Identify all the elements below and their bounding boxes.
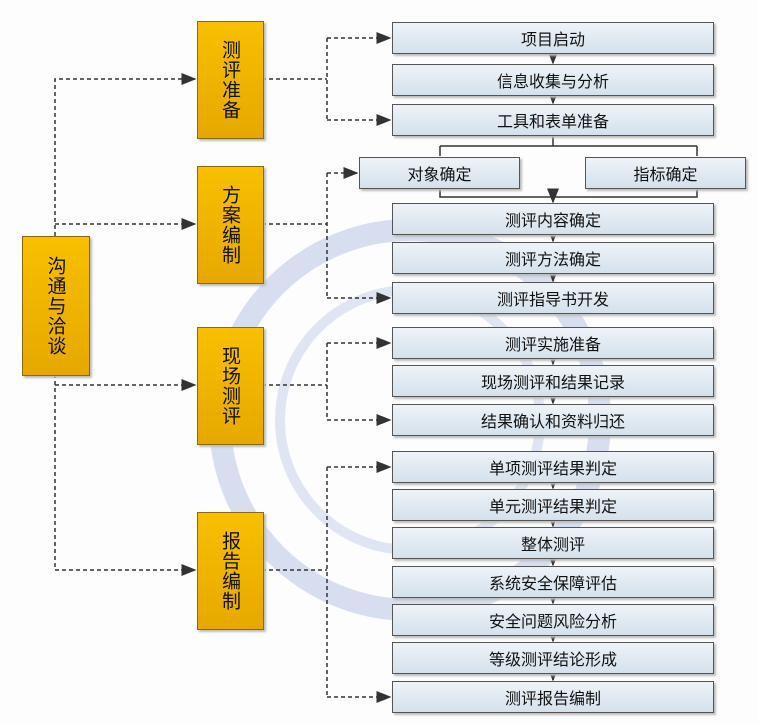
step-box: 整体测评 <box>392 527 714 559</box>
step-box: 单项测评结果判定 <box>392 451 714 483</box>
root-label: 沟通与洽谈 <box>44 256 67 356</box>
step-box: 测评指导书开发 <box>392 282 714 314</box>
phase-label: 方案编制 <box>219 185 241 265</box>
phase-label: 报告编制 <box>219 531 241 611</box>
step-box: 结果确认和资料归还 <box>392 404 714 436</box>
step-box: 系统安全保障评估 <box>392 566 714 598</box>
step-box: 测评报告编制 <box>392 681 714 713</box>
step-box: 信息收集与分析 <box>392 64 714 96</box>
phase-box-onsite: 现场测评 <box>197 327 264 445</box>
step-box: 指标确定 <box>585 157 746 189</box>
step-box: 单元测评结果判定 <box>392 489 714 521</box>
phase-label: 现场测评 <box>219 346 241 426</box>
step-box: 测评实施准备 <box>392 327 714 359</box>
step-box: 等级测评结论形成 <box>392 642 714 674</box>
root-box-communication: 沟通与洽谈 <box>22 236 90 376</box>
step-box: 安全问题风险分析 <box>392 604 714 636</box>
phase-box-plan: 方案编制 <box>197 166 264 284</box>
step-box: 项目启动 <box>392 22 714 54</box>
phase-label: 测评准备 <box>219 40 241 120</box>
phase-box-preparation: 测评准备 <box>197 21 264 139</box>
step-box: 测评内容确定 <box>392 203 714 235</box>
step-box: 对象确定 <box>359 157 520 189</box>
step-box: 测评方法确定 <box>392 242 714 274</box>
step-box: 现场测评和结果记录 <box>392 365 714 397</box>
phase-box-report: 报告编制 <box>197 512 264 630</box>
step-box: 工具和表单准备 <box>392 104 714 136</box>
